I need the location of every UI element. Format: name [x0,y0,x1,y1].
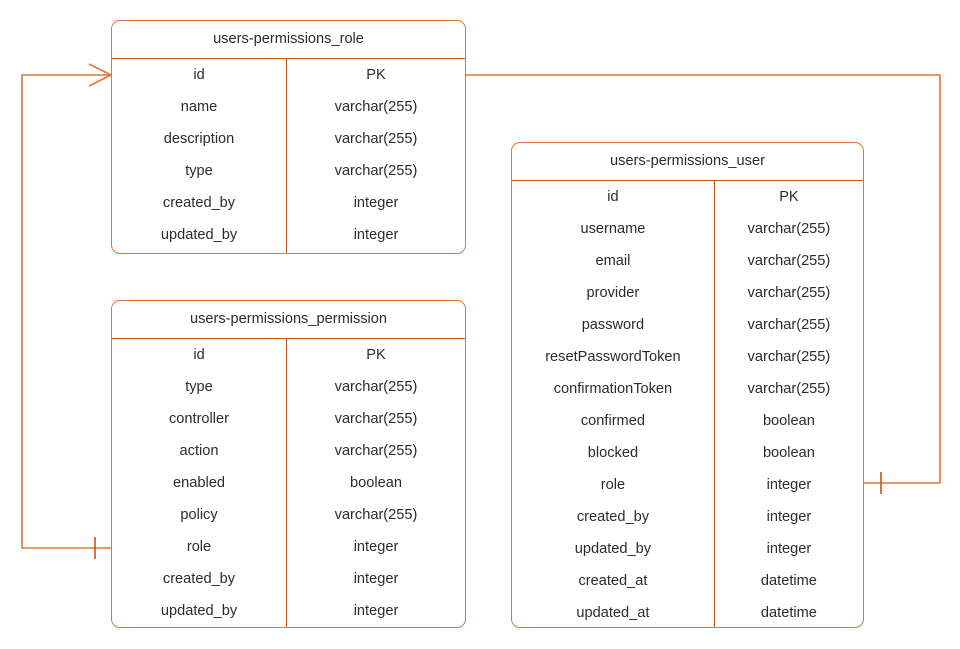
field-name: policy [180,506,218,523]
field-name: updated_by [160,226,238,243]
field-name: username [580,220,646,237]
field-type: PK [366,346,386,363]
field-type: varchar(255) [334,378,418,395]
field-type: varchar(255) [334,506,418,523]
entity-fields: id type controller action enabled policy role c… [112,339,465,627]
entity-users-permissions_user[interactable]: users-permissions_user id username email pr… [511,142,864,628]
field-name: updated_by [574,540,652,557]
field-name: email [595,252,631,269]
entity-fields: id name description type created_by updated_b… [112,59,465,253]
field-type: boolean [350,474,402,491]
field-type-column: PK varchar(255) varchar(255) varchar(255) va… [715,181,863,627]
field-type: varchar(255) [334,162,418,179]
field-name: created_at [578,572,648,589]
entity-users-permissions_permission[interactable]: users-permissions_permission id type contr… [111,300,466,628]
field-name: description [163,130,235,147]
field-type: integer [353,194,399,211]
field-type: varchar(255) [334,130,418,147]
entity-title: users-permissions_permission [112,301,465,339]
field-type: varchar(255) [747,316,831,333]
field-name: created_by [162,570,236,587]
field-name: type [185,162,213,179]
field-type: varchar(255) [747,252,831,269]
field-type: integer [353,226,399,243]
entity-title: users-permissions_user [512,143,863,181]
field-name: role [186,538,212,555]
field-type: varchar(255) [747,348,831,365]
field-name: updated_by [160,602,238,619]
field-type: integer [766,540,812,557]
field-type: integer [353,538,399,555]
relationship-permission-role [21,63,112,559]
field-type: varchar(255) [334,98,418,115]
field-type: boolean [762,412,815,429]
field-name: type [185,378,213,395]
field-name: id [193,66,205,83]
field-name: password [581,316,645,333]
field-name: action [179,442,219,459]
field-type: integer [766,476,812,493]
field-name-column: id name description type created_by updated_b… [112,59,288,253]
field-type: PK [366,66,386,83]
field-type: varchar(255) [747,380,831,397]
field-name: updated_at [576,604,650,621]
field-name: id [193,346,205,363]
field-name: id [607,188,619,205]
field-name-column: id username email provider password resetPass… [512,181,715,627]
field-type-column: PK varchar(255) varchar(255) varchar(255) bo… [287,339,465,627]
field-name-column: id type controller action enabled policy role c… [112,339,288,627]
field-type: datetime [760,572,817,589]
field-name: role [600,476,626,493]
field-type: varchar(255) [747,220,831,237]
entity-title: users-permissions_role [112,21,465,59]
field-name: controller [168,410,230,427]
entity-users-permissions_role[interactable]: users-permissions_role id name description… [111,20,466,254]
entity-fields: id username email provider password resetPass… [512,181,863,627]
field-name: confirmed [580,412,645,429]
field-name: created_by [162,194,236,211]
field-type: integer [766,508,812,525]
field-type: integer [353,570,399,587]
field-name: provider [586,284,640,301]
crowsfoot-many-marker [88,63,112,87]
field-name: name [180,98,218,115]
field-type: datetime [760,604,817,621]
field-name: enabled [173,474,225,491]
field-type: boolean [762,444,815,461]
field-type: PK [779,188,799,205]
field-name: blocked [587,444,639,461]
field-type: varchar(255) [747,284,831,301]
field-type: varchar(255) [334,410,418,427]
field-type-column: PK varchar(255) varchar(255) varchar(255) in… [287,59,465,253]
field-name: resetPasswordToken [545,348,681,365]
field-name: confirmationToken [553,380,673,397]
field-type: varchar(255) [334,442,418,459]
field-type: integer [353,602,399,619]
field-name: created_by [576,508,650,525]
